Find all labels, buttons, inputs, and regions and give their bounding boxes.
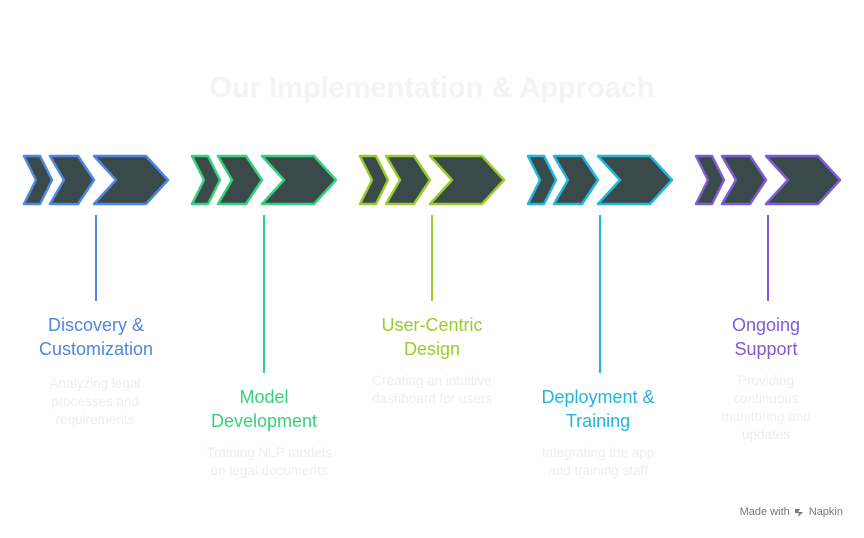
chevron-small bbox=[526, 154, 558, 206]
stage-title-4: Deployment &Training bbox=[541, 387, 655, 431]
chevron-medium bbox=[552, 154, 600, 206]
chevron-group-4 bbox=[526, 154, 674, 206]
chevron-small bbox=[22, 154, 54, 206]
made-with-napkin-badge[interactable]: Made with Napkin bbox=[740, 506, 843, 518]
chevron-large bbox=[428, 154, 506, 206]
chevron-group-2 bbox=[190, 154, 338, 206]
chevron-large bbox=[92, 154, 170, 206]
chevron-large bbox=[764, 154, 842, 206]
chevron-group-5 bbox=[694, 154, 842, 206]
chevron-medium bbox=[48, 154, 96, 206]
diagram-title: Our Implementation & Approach bbox=[209, 72, 655, 104]
connector-line-2 bbox=[263, 215, 265, 373]
chevron-small bbox=[358, 154, 390, 206]
chevron-large bbox=[260, 154, 338, 206]
chevron-medium bbox=[216, 154, 264, 206]
chevron-medium bbox=[720, 154, 768, 206]
made-with-label: Made with bbox=[739, 506, 790, 518]
napkin-brand-label: Napkin bbox=[808, 506, 843, 518]
connector-line-5 bbox=[767, 215, 769, 301]
napkin-logo-icon bbox=[794, 508, 803, 517]
chevron-medium bbox=[384, 154, 432, 206]
chevron-small bbox=[694, 154, 726, 206]
chevron-small bbox=[190, 154, 222, 206]
connector-line-1 bbox=[95, 215, 97, 301]
connector-line-4 bbox=[599, 215, 601, 373]
stage-title-1: Discovery &Customization bbox=[38, 315, 154, 359]
chevron-large bbox=[596, 154, 674, 206]
connector-line-3 bbox=[431, 215, 433, 301]
chevron-group-1 bbox=[22, 154, 170, 206]
chevron-group-3 bbox=[358, 154, 506, 206]
